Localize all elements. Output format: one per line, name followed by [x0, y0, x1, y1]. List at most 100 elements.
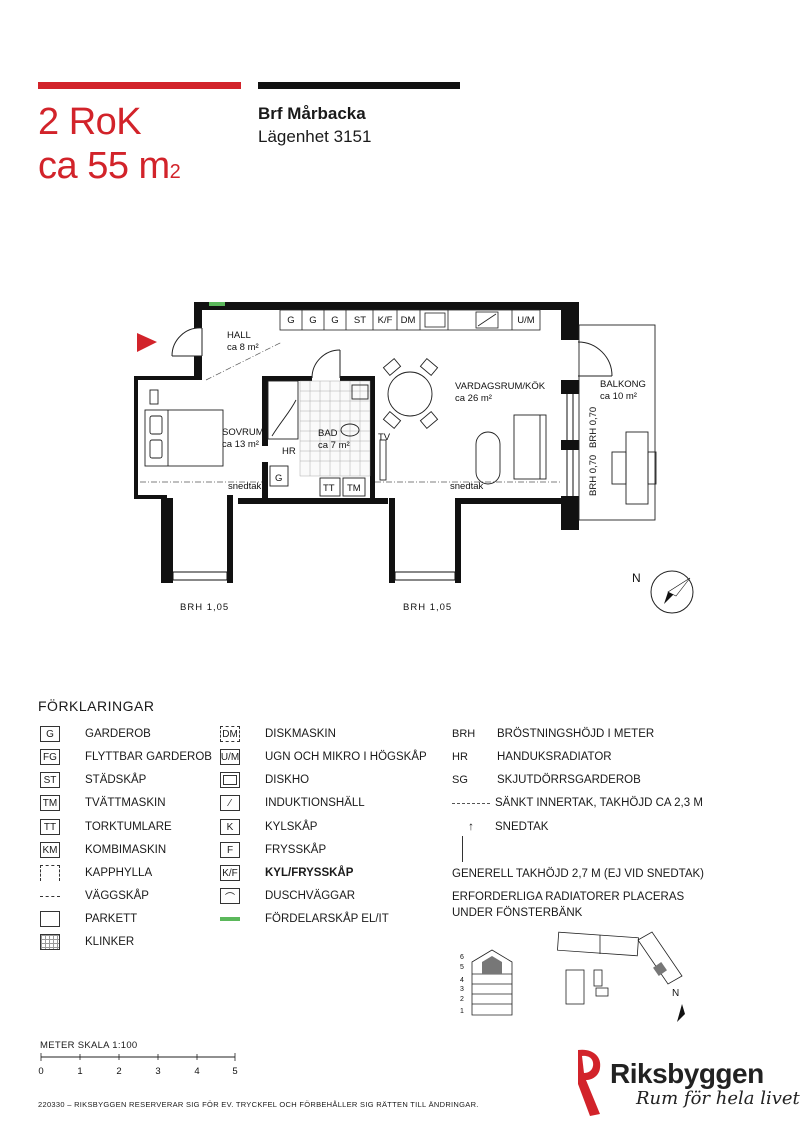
brh-label: BRH 1,05 [180, 602, 229, 613]
cabinet-label: K/F [378, 315, 393, 326]
svg-text:N: N [672, 988, 679, 999]
floor-number: 5 [460, 964, 464, 971]
floor-number: 4 [460, 977, 464, 984]
scale-tick: 4 [194, 1066, 199, 1077]
balcony-furniture [578, 324, 657, 521]
legend-symbol: G [40, 726, 60, 742]
room-area-sovrum: ca 13 m² [222, 439, 259, 450]
legend-abbr: SG [452, 774, 468, 786]
room-name-balkong: BALKONG [600, 379, 646, 390]
legend-symbol: TM [40, 795, 60, 811]
cabinet-label: G [331, 315, 338, 326]
legend-item: ⌒DUSCHVÄGGAR [220, 887, 355, 905]
scale-bar: 0 1 2 3 4 5 [38, 1053, 238, 1077]
legend-symbol: DM [220, 726, 240, 742]
legend-note: GENERELL TAKHÖJD 2,7 M (EJ VID SNEDTAK) [452, 868, 704, 880]
floor-plan: G G G ST K/F DM U/M [134, 302, 694, 614]
tt-label: TT [323, 483, 335, 494]
legend-abbr: BRH [452, 728, 476, 740]
legend-item: FÖRDELARSKÅP EL/IT [220, 910, 389, 928]
legend-symbol: K [220, 819, 240, 835]
legend-item: DISKHO [220, 771, 309, 789]
dining-table [382, 358, 439, 429]
logo-name: Riksbyggen [610, 1058, 764, 1089]
cabinet-label: DM [401, 315, 416, 326]
tm-label: TM [347, 483, 361, 494]
brh-label: BRH 1,05 [403, 602, 452, 613]
header-black-bar [258, 82, 460, 89]
cabinet-row [279, 309, 541, 331]
snedtak-line [462, 836, 463, 862]
apartment-number: Lägenhet 3151 [258, 127, 372, 146]
fordelarskap-marker [209, 302, 225, 306]
floor-number: 1 [460, 1008, 464, 1015]
interior-walls [262, 376, 375, 498]
fordelarskap-icon [220, 911, 240, 927]
legend-symbol: FG [40, 749, 60, 765]
legend-item: KAPPHYLLA [40, 864, 152, 882]
diskho-icon [220, 772, 240, 788]
room-area-balkong: ca 10 m² [600, 391, 637, 402]
header-red-bar [38, 82, 241, 89]
floor-number: 2 [460, 996, 464, 1003]
compass-icon: N [632, 570, 694, 614]
room-area-vardagsrum: ca 26 m² [455, 393, 492, 404]
scale-tick: 1 [77, 1066, 82, 1077]
legend-abbr: HR [452, 751, 468, 763]
scale-tick: 0 [38, 1066, 43, 1077]
snedtak-label: snedtak [450, 481, 484, 492]
hr-label: HR [282, 446, 296, 457]
brh-label: BRH 0,70 [588, 455, 599, 496]
room-name-vardagsrum: VARDAGSRUM/KÖK [455, 381, 546, 392]
legend-item: PARKETT [40, 910, 137, 928]
parkett-symbol [40, 911, 60, 927]
legend-title: FÖRKLARINGAR [38, 698, 155, 714]
current-floor-marker [482, 956, 502, 974]
legend-note: ERFORDERLIGA RADIATORER PLACERAS [452, 891, 685, 903]
legend-symbol: F [220, 842, 240, 858]
snedtak-label: snedtak [228, 481, 262, 492]
key-plans: 6 5 4 3 2 1 N [460, 931, 685, 1022]
brh-label: BRH 0,70 [588, 407, 599, 448]
legend-symbol: ST [40, 772, 60, 788]
windows [172, 394, 574, 581]
room-name-sovrum: SOVRUM [222, 427, 264, 438]
area-line: ca 55 m2 [38, 145, 181, 187]
g-label: G [275, 473, 282, 484]
entrance-arrow-icon [137, 333, 157, 352]
room-area-hall: ca 8 m² [227, 342, 259, 353]
legend-note: UNDER FÖNSTERBÄNK [452, 907, 583, 919]
room-area-bad: ca 7 m² [318, 440, 350, 451]
legend-item: ↑SNEDTAK [452, 818, 548, 836]
room-name-bad: BAD [318, 428, 338, 439]
tv-label: TV [378, 432, 391, 443]
footer-disclaimer: 220330 – RIKSBYGGEN RESERVERAR SIG FÖR E… [38, 1100, 479, 1109]
scale-label: METER SKALA 1:100 [40, 1040, 138, 1051]
legend-item: SÄNKT INNERTAK, TAKHÖJD CA 2,3 M [452, 794, 703, 812]
site-north-icon: N [672, 988, 685, 1022]
lowered-ceiling-lines [140, 341, 561, 483]
bathroom-fixtures [267, 380, 369, 497]
compass-n-label: N [632, 571, 641, 585]
vaggskap-symbol [40, 895, 60, 897]
cabinet-label: G [309, 315, 316, 326]
lowered-ceiling-symbol [452, 802, 490, 804]
floor-number: 3 [460, 986, 464, 993]
legend-item: VÄGGSKÅP [40, 887, 149, 905]
brf-name: Brf Mårbacka [258, 104, 366, 123]
room-count: 2 RoK [38, 101, 142, 143]
bedroom-furniture [144, 389, 224, 467]
legend-item: KLINKER [40, 933, 134, 951]
cabinet-label: ST [354, 315, 366, 326]
apartment-size-title: 2 RoK ca 55 m2 [38, 100, 181, 188]
scale-tick: 5 [232, 1066, 237, 1077]
kapphylla-symbol [40, 865, 60, 881]
